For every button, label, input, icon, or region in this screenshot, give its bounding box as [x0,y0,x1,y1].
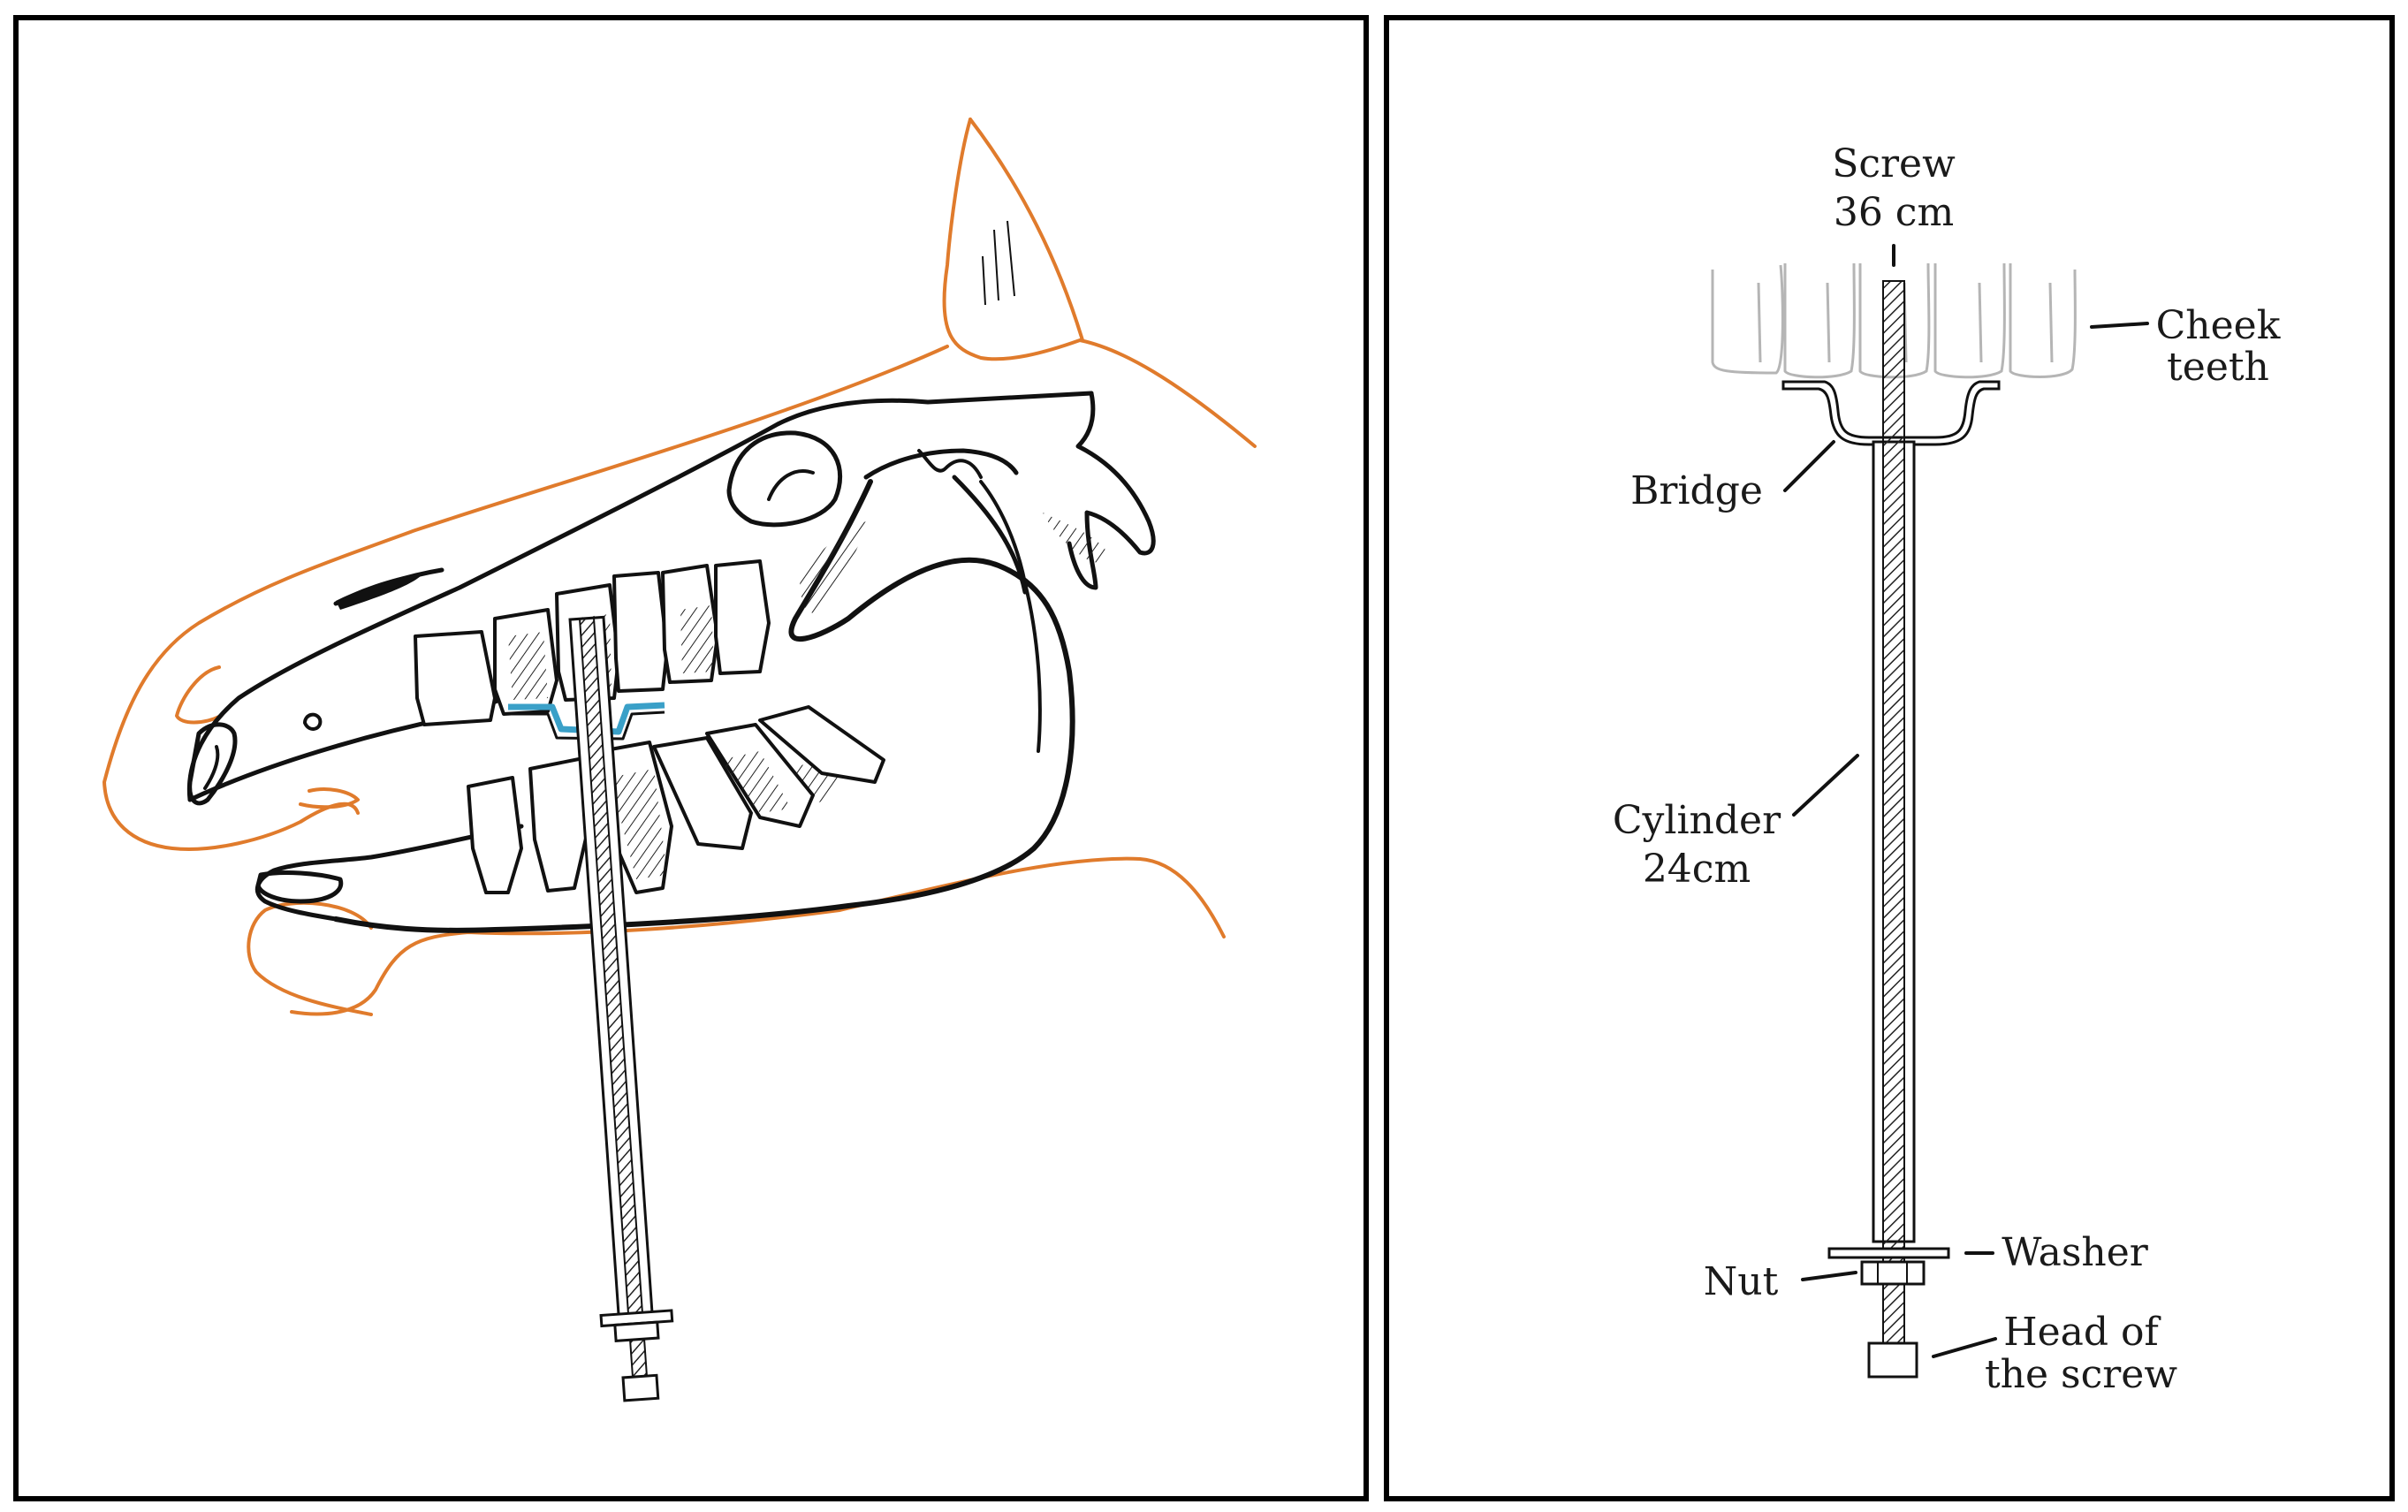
right-washer [1827,1247,1950,1259]
label-cheek-teeth-1: Cheek [2156,303,2281,348]
label-screw: Screw [1832,141,1956,186]
cylinder-leader [1792,754,1859,817]
label-cylinder-length: 24cm [1643,847,1751,892]
label-head-2: the screw [1985,1352,2177,1397]
left-cylinder-assembly [568,615,674,1402]
left-panel [13,15,1369,1501]
label-cylinder: Cylinder [1613,798,1781,843]
lower-cheek-teeth [467,705,885,894]
label-screw-length: 36 cm [1834,190,1954,235]
ear-detail [982,220,1015,306]
bridge-leader [1783,440,1835,492]
right-bridge [1781,380,2001,446]
horse-skin-outline [103,118,1257,1016]
left-nut [613,1320,660,1343]
label-nut: Nut [1704,1259,1779,1304]
label-head-1: Head of [2003,1310,2161,1355]
right-panel: Screw 36 cm Cheek teeth Bridge Cylinder … [1384,15,2395,1501]
right-screw [1882,280,1905,1360]
label-washer: Washer [2002,1230,2149,1275]
ghost-cheek-teeth [1711,262,2077,379]
head-leader [1932,1337,1997,1358]
nut-leader [1801,1271,1857,1281]
right-screw-head [1867,1341,1918,1379]
label-cheek-teeth-2: teeth [2167,345,2269,390]
label-bridge: Bridge [1630,468,1763,513]
left-screw-head [621,1373,660,1402]
cheek-teeth-leader [2090,322,2149,329]
upper-cheek-teeth [414,559,771,726]
leader-lines [1783,244,2149,1358]
right-nut [1860,1260,1926,1286]
